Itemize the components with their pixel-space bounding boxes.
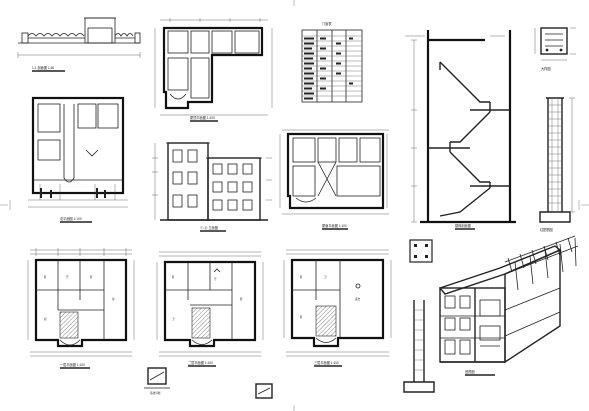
svg-text:厅: 厅 — [214, 278, 217, 281]
svg-text:厨: 厨 — [44, 317, 47, 321]
upper-roof-plan: 屋顶平面图 1:100 — [154, 18, 273, 122]
view-caption: 楼梯剖面图 — [455, 223, 471, 228]
view-caption: 屋顶平面图 1:100 — [190, 115, 215, 120]
stair-section: 楼梯剖面图 — [405, 30, 516, 230]
view-caption: 大样图 — [541, 66, 551, 71]
view-caption: 透视图 — [465, 369, 475, 374]
view-caption: 基础详图 — [150, 391, 161, 395]
pergola — [504, 235, 579, 291]
stair-detail: 大样图 — [534, 27, 576, 71]
view-caption: 柱配筋图 — [540, 227, 553, 232]
svg-text:卫: 卫 — [172, 318, 175, 321]
view-caption: 1-1 剖面图 1:50 — [32, 65, 54, 70]
perspective: 透视图 — [438, 235, 579, 376]
view-caption: 二层平面图 1:100 — [188, 360, 213, 365]
svg-text:卧: 卧 — [90, 275, 93, 279]
svg-text:卧: 卧 — [44, 275, 47, 279]
first-floor-plan: 卧 厅 卧 客厨 一层平面图 1:100 — [27, 248, 135, 369]
view-caption: 屋面平面图 1:100 — [322, 223, 347, 228]
view-caption: 门窗表 — [322, 21, 332, 26]
site-plan: 总平面图 1:100 — [28, 96, 128, 223]
view-caption: 总平面图 1:100 — [60, 216, 82, 221]
svg-text:卧: 卧 — [240, 297, 243, 301]
footing-section: 基础详图 — [144, 239, 435, 399]
column-elevation: 柱配筋图 — [539, 97, 575, 232]
third-floor-plan: 卧卫 露台卧 三层平面图 1:100 — [283, 249, 392, 367]
svg-text:卫: 卫 — [324, 276, 327, 279]
svg-text:卧: 卧 — [172, 275, 175, 279]
svg-text:卧: 卧 — [300, 315, 303, 319]
svg-text:厅: 厅 — [66, 276, 69, 279]
svg-text:露台: 露台 — [355, 297, 361, 301]
second-floor-plan: 卧厅 卧卫 二层平面图 1:100 — [156, 251, 264, 367]
view-caption: 三层平面图 1:100 — [314, 360, 339, 365]
view-caption: ①-⑧ 立面图 — [200, 225, 218, 230]
svg-text:客: 客 — [112, 297, 115, 301]
gate-elevation: 1-1 剖面图 1:50 — [17, 17, 141, 72]
front-elevation: ①-⑧ 立面图 — [152, 142, 272, 232]
second-roof-plan: 屋面平面图 1:100 — [279, 129, 389, 230]
view-caption: 一层平面图 1:100 — [60, 362, 85, 367]
opening-table: 门窗表 — [301, 21, 363, 103]
svg-text:卧: 卧 — [300, 275, 303, 279]
